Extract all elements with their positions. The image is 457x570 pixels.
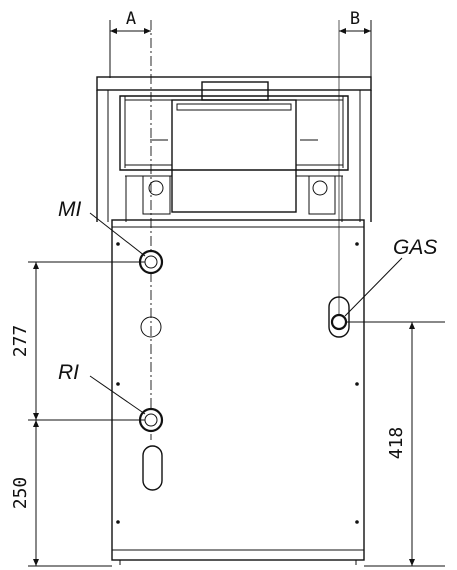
ri-label: RI <box>58 361 79 384</box>
ri-connection <box>138 407 164 433</box>
dimension-250: 250 <box>10 477 31 510</box>
upper-casing <box>96 76 372 222</box>
dimension-277: 277 <box>10 325 31 358</box>
right-dimension <box>345 321 445 567</box>
ri-leader <box>89 375 146 415</box>
gas-label: GAS <box>393 236 437 259</box>
dimension-a-label: A <box>126 9 136 29</box>
mi-leader <box>89 212 146 257</box>
gas-leader <box>344 257 403 317</box>
dimension-b <box>339 20 372 78</box>
dimension-b-label: B <box>350 9 360 29</box>
left-dimension-chain <box>28 261 145 567</box>
mi-label: MI <box>58 198 81 221</box>
middle-opening <box>140 316 162 338</box>
boiler-body <box>111 219 365 565</box>
dimension-a <box>109 20 151 78</box>
drain-slot <box>142 445 163 491</box>
dimension-418: 418 <box>386 427 407 460</box>
